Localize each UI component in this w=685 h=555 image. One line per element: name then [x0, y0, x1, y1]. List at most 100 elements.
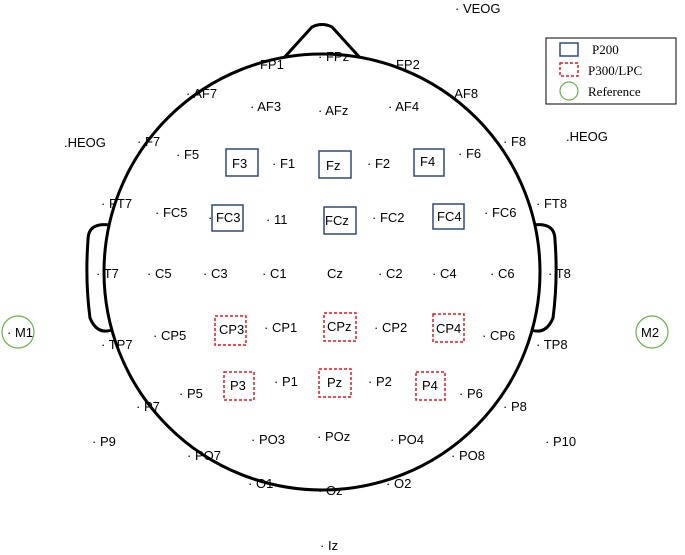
legend-reference-label: Reference: [588, 84, 641, 99]
electrode-label: · O2: [386, 476, 411, 491]
electrode-label: · F2: [367, 156, 390, 171]
electrode-label: · C6: [490, 266, 515, 281]
electrode-label: · POz: [317, 429, 350, 444]
electrode-label: .HEOG: [566, 129, 608, 144]
electrode-label: · VEOG: [455, 1, 501, 16]
electrode-label: · AF7: [186, 86, 217, 101]
electrode-label: · C4: [432, 266, 457, 281]
electrode-label: · P9: [92, 434, 116, 449]
electrode-label: · F7: [137, 134, 160, 149]
legend-frame: [545, 37, 677, 105]
electrode-label: · P8: [503, 399, 527, 414]
electrode-label: · CP1: [264, 320, 297, 335]
electrode-label: CPz: [327, 319, 352, 334]
electrode-label: P4: [422, 378, 438, 393]
electrode-label: · AFz: [318, 103, 348, 118]
p300-box-p4: [415, 371, 446, 401]
electrode-label: · T8: [548, 266, 571, 281]
scalp-circle: [102, 52, 542, 492]
electrode-label: · F8: [503, 134, 526, 149]
p300-box-cp3: [214, 315, 247, 346]
head-outline: [85, 23, 558, 492]
legend-p200-label: P200: [592, 42, 619, 57]
electrode-labels: · VEOG · FP1 · FPz · FP2 · AF7 · AF3 · A…: [7, 1, 659, 553]
electrode-label: Cz: [327, 266, 343, 281]
electrode-label: · C1: [262, 266, 287, 281]
electrode-label: · AF4: [388, 99, 419, 114]
electrode-label: · FT7: [101, 196, 132, 211]
p300-box-p3: [223, 371, 255, 401]
electrode-label: · O1: [248, 476, 273, 491]
reference-circle-m2: [635, 315, 669, 349]
legend-p300-marker: [559, 62, 579, 77]
electrode-label: · F6: [458, 146, 481, 161]
electrode-label: FCz: [325, 213, 349, 228]
p200-box-f3: [225, 148, 259, 177]
electrode-label: CP3: [219, 322, 244, 337]
electrode-label: · FC3: [208, 210, 241, 225]
electrode-label: · FPz: [318, 49, 349, 64]
legend-reference-marker: [559, 81, 579, 101]
electrode-label: · CP5: [153, 328, 186, 343]
p200-boxes: [211, 148, 465, 235]
electrode-label: FC4: [437, 209, 462, 224]
reference-circle-m1: [1, 315, 35, 349]
electrode-label: · P7: [136, 399, 160, 414]
electrode-label: · TP8: [536, 337, 568, 352]
electrode-label: · P1: [274, 374, 298, 389]
electrode-label: · FT8: [536, 196, 567, 211]
electrode-label: · M1: [7, 325, 33, 340]
p300-box-cp4: [432, 313, 465, 343]
electrode-label: · FC5: [155, 205, 188, 220]
p200-box-fz: [318, 150, 352, 179]
p200-box-fc4: [432, 203, 465, 230]
p200-box-f4: [413, 148, 445, 177]
electrode-label: · C5: [147, 266, 172, 281]
electrode-label: P3: [230, 378, 246, 393]
electrode-label: · TP7: [101, 337, 133, 352]
electrode-label: F3: [232, 156, 247, 171]
p200-box-fcz: [323, 206, 357, 235]
p300-boxes: [214, 312, 465, 401]
electrode-label: · CP2: [374, 320, 407, 335]
electrode-label: · P10: [545, 434, 576, 449]
electrode-label: F4: [420, 154, 435, 169]
nose-outline: [280, 23, 364, 62]
electrode-label: · P2: [368, 374, 392, 389]
right-ear-outline: [530, 223, 558, 333]
electrode-label: · FP1: [252, 57, 284, 72]
legend: P200 P300/LPC Reference: [545, 37, 677, 105]
electrode-label: Pz: [327, 375, 342, 390]
electrode-label: · PO3: [251, 432, 285, 447]
electrode-label: · AF3: [250, 99, 281, 114]
electrode-label: · T7: [96, 266, 119, 281]
p300-box-pz: [318, 368, 352, 398]
electrode-label: · PO4: [390, 432, 424, 447]
legend-p200-marker: [559, 42, 579, 57]
electrode-label: · 11: [266, 212, 287, 227]
electrode-label: · F5: [176, 147, 199, 162]
electrode-label: CP4: [436, 321, 461, 336]
reference-circles: [1, 315, 669, 349]
p300-box-cpz: [323, 312, 357, 342]
electrode-label: · CP6: [482, 328, 515, 343]
electrode-label: .HEOG: [64, 135, 106, 150]
electrode-label: · P5: [179, 386, 203, 401]
legend-p300-label: P300/LPC: [588, 63, 642, 78]
p200-box-fc3: [211, 204, 244, 232]
electrode-label: M2: [641, 325, 659, 340]
electrode-label: · Oz: [318, 483, 343, 498]
electrode-label: Fz: [326, 158, 340, 173]
electrode-label: · C2: [378, 266, 403, 281]
electrode-label: · FC2: [372, 210, 405, 225]
electrode-label: · FP2: [388, 57, 420, 72]
electrode-label: · AF8: [447, 86, 478, 101]
electrode-label: · F1: [272, 156, 295, 171]
electrode-label: · FC6: [484, 205, 517, 220]
electrode-label: · P6: [459, 386, 483, 401]
left-ear-outline: [85, 223, 113, 333]
electrode-label: · C3: [203, 266, 228, 281]
electrode-label: · PO7: [187, 448, 221, 463]
electrode-label: · Iz: [320, 538, 338, 553]
